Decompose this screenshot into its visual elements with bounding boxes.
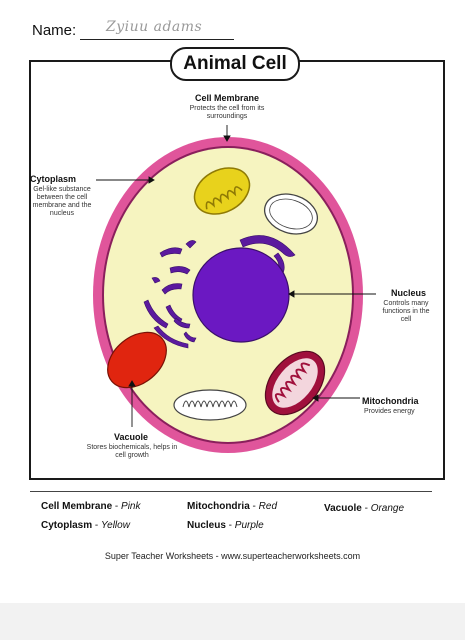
desc-nucleus: Controls many functions in the cell (382, 300, 430, 323)
label-mitochondria: Mitochondria (362, 396, 419, 406)
legend-divider (30, 491, 432, 492)
nucleus (192, 247, 290, 343)
pointer-lines (96, 125, 376, 427)
name-label: Name: (32, 22, 77, 39)
legend-item-nucleus: Nucleus - Purple (187, 520, 264, 531)
golgi-organelle (193, 167, 251, 215)
mitochondria-outline (173, 389, 247, 421)
desc-vacuole: Stores biochemicals, helps in cell growt… (86, 444, 178, 459)
scan-bottom-edge (0, 603, 465, 640)
legend-item-cytoplasm: Cytoplasm - Yellow (41, 520, 130, 531)
footer-credit: Super Teacher Worksheets - www.superteac… (104, 551, 361, 561)
label-cytoplasm: Cytoplasm (30, 174, 77, 184)
desc-cytoplasm: Gel-like substance between the cell memb… (32, 186, 92, 217)
legend-item-mitochondria: Mitochondria - Red (187, 501, 278, 512)
legend-item-cell-membrane: Cell Membrane - Pink (41, 501, 141, 512)
label-cell-membrane: Cell Membrane (194, 93, 260, 103)
name-handwritten-value: Zyiuu adams (106, 19, 203, 35)
mitochondria (264, 350, 326, 416)
diagram-title: Animal Cell (170, 47, 300, 81)
name-row: Name: Zyiuu adams (32, 19, 452, 44)
vesicle (264, 193, 318, 235)
legend-item-vacuole: Vacuole - Orange (324, 503, 405, 514)
vacuole (107, 331, 167, 389)
desc-mitochondria: Provides energy (364, 408, 415, 415)
label-vacuole: Vacuole (113, 432, 149, 442)
endoplasmic-reticulum (143, 235, 296, 349)
label-nucleus: Nucleus (390, 288, 426, 298)
name-underline (80, 39, 234, 40)
desc-cell-membrane: Protects the cell from its surroundings (189, 105, 265, 120)
